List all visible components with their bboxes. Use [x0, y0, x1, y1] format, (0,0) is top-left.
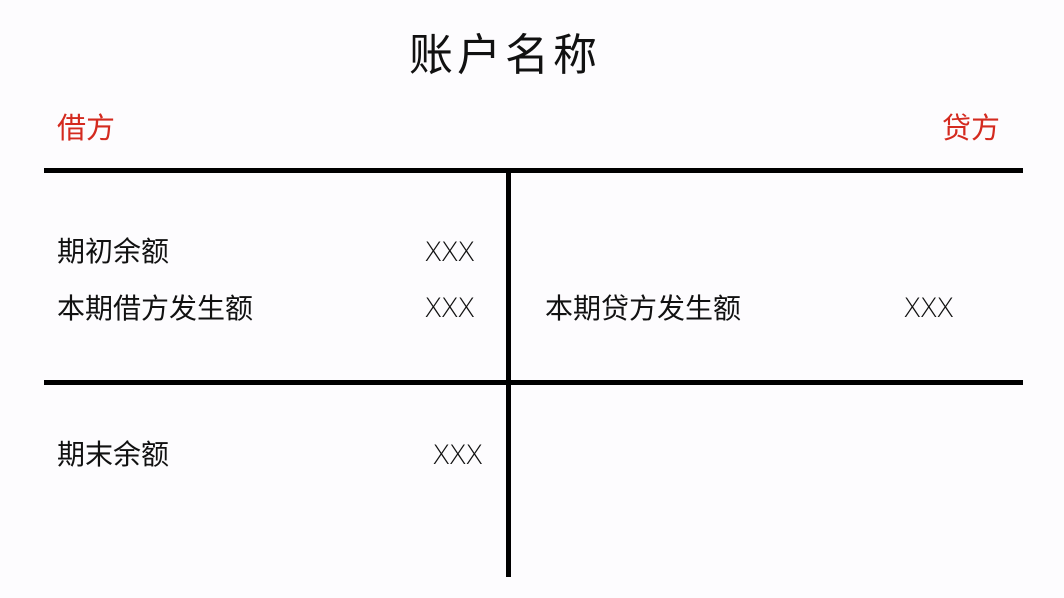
credit-period-amount-label: 本期贷方发生额 [545, 292, 742, 325]
debit-period-amount-label: 本期借方发生额 [57, 292, 254, 325]
account-name-title: 账户名称 [409, 30, 601, 81]
opening-balance-value: XXX [424, 237, 475, 268]
t-account-balance-line [44, 380, 1023, 385]
ending-balance-value: XXX [432, 440, 483, 471]
credit-side-label: 贷方 [942, 111, 1001, 145]
debit-period-amount-value: XXX [424, 293, 475, 324]
t-account-top-line [44, 168, 1023, 173]
credit-period-amount-value: XXX [903, 293, 954, 324]
ending-balance-label: 期末余额 [57, 438, 170, 471]
t-account-center-divider [506, 168, 511, 577]
opening-balance-label: 期初余额 [57, 235, 170, 268]
debit-side-label: 借方 [57, 111, 116, 145]
